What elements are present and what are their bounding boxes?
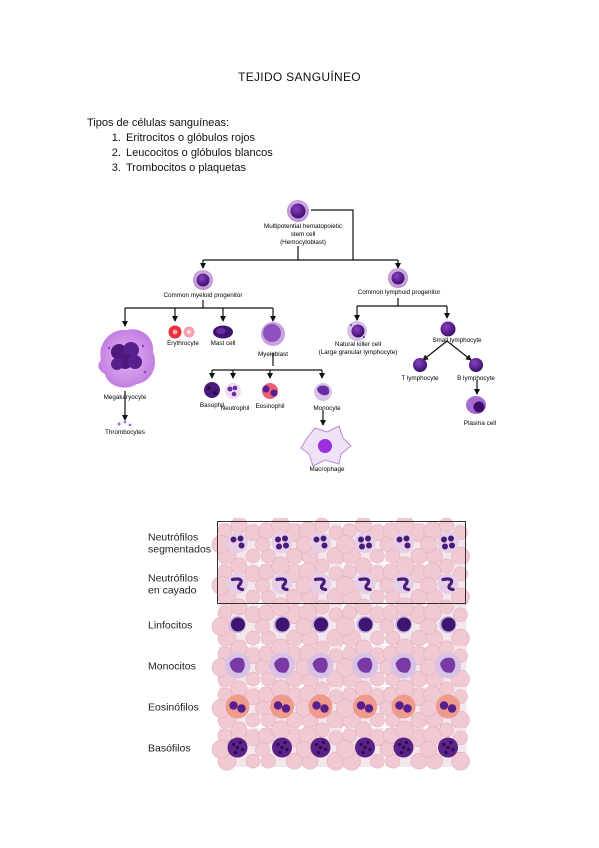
- smear-tile: [255, 597, 304, 647]
- neutrophil-cell: [225, 383, 241, 399]
- eosinophil-cell: [262, 383, 278, 399]
- smear-tile: [336, 598, 386, 648]
- neutrophil-group-frame: [217, 521, 466, 604]
- nk-cell: [347, 321, 367, 341]
- small-lymphocyte-cell: [440, 321, 456, 337]
- connector-lines: [122, 209, 480, 426]
- list-item: Eritrocitos o glóbulos rojos: [124, 131, 273, 146]
- smear-tile: [336, 721, 386, 771]
- cell-type-list: Eritrocitos o glóbulos rojos Leucocitos …: [104, 131, 273, 176]
- lymphoid-progenitor-cell: [388, 268, 408, 288]
- lymphoid-progenitor-label: Common lymphoid progenitor: [358, 289, 441, 296]
- macrophage-label: Macrophage: [309, 466, 345, 473]
- basophil-cell: [204, 382, 220, 398]
- smear-tile: [211, 639, 262, 689]
- smear-tile: [336, 680, 386, 730]
- b-lymphocyte-label: B lymphocyte: [457, 375, 495, 382]
- smear-tile: [420, 558, 470, 607]
- smear-tile: [379, 720, 429, 770]
- smear-tile: [255, 518, 304, 565]
- smear-row-label: segmentados: [148, 544, 211, 556]
- smear-row-label: Neutrófilos: [148, 573, 198, 585]
- erythrocyte-label: Erythrocyte: [167, 340, 199, 347]
- smear-tile: [336, 557, 386, 607]
- smear-tile: [211, 680, 262, 730]
- smear-tile: [255, 679, 304, 729]
- stem-cell-label-1: Multipotential hematopoietic: [264, 223, 342, 230]
- smear-row-label: Eosinófilos: [148, 702, 199, 714]
- monocyte-label: Monocyte: [313, 405, 341, 412]
- smear-tile: [336, 639, 386, 689]
- smear-tile: [379, 556, 429, 606]
- eosinophil-label: Eosinophil: [255, 403, 284, 410]
- myeloblast-label: Myeloblast: [258, 351, 288, 358]
- smear-tile: [420, 681, 470, 730]
- thrombocytes-image: [117, 420, 132, 427]
- mast-cell-label: Mast cell: [211, 340, 236, 347]
- b-lymphocyte-cell: [469, 358, 483, 372]
- smear-tile: [379, 597, 429, 647]
- smear-row-label: Basófilos: [148, 743, 191, 755]
- smear-tile: [336, 518, 386, 566]
- basophil-label: Basophil: [200, 402, 224, 409]
- smear-tile: [211, 598, 262, 648]
- macrophage-cell: [300, 425, 352, 467]
- small-lymphocyte-label: Small lymphocyte: [432, 337, 482, 344]
- smear-row-label: Neutrófilos: [148, 532, 198, 544]
- smear-tile: [420, 599, 470, 648]
- smear-tile: [295, 518, 346, 566]
- t-lymphocyte-label: T lymphocyte: [401, 375, 439, 382]
- smear-tile: [379, 679, 429, 729]
- nk-cell-label-2: (Large granular lymphocyte): [319, 349, 398, 356]
- megakaryocyte-label: Megakaryocyte: [104, 394, 147, 401]
- mast-cell: [213, 325, 233, 339]
- smear-tile: [211, 557, 262, 607]
- t-lymphocyte-cell: [413, 358, 427, 372]
- myeloid-progenitor-label: Common myeloid progenitor: [163, 292, 242, 299]
- list-item: Leucocitos o glóbulos blancos: [124, 146, 273, 161]
- monocyte-cell: [314, 383, 332, 401]
- hematopoiesis-diagram: Multipotential hematopoietic stem cell (…: [98, 200, 496, 473]
- stem-cell-label-2: stem cell: [291, 231, 316, 238]
- stem-cell-label-3: (Hemocytoblast): [280, 239, 326, 246]
- page-title: TEJIDO SANGUÍNEO: [238, 70, 361, 84]
- smear-tile: [420, 640, 470, 689]
- smear-tile: [211, 518, 262, 566]
- smear-row-label: Linfocitos: [148, 620, 192, 632]
- smear-tile: [255, 638, 304, 688]
- smear-tile: [255, 556, 304, 606]
- erythrocyte-cell: [168, 325, 195, 339]
- intro-text: Tipos de células sanguíneas:: [87, 117, 230, 129]
- smear-tile: [420, 722, 470, 771]
- neutrophil-label: Neutrophil: [221, 405, 250, 412]
- smear-tile: [379, 638, 429, 688]
- myeloblast-cell: [261, 322, 285, 346]
- smear-tile: [420, 518, 470, 566]
- plasma-cell: [466, 396, 486, 414]
- smear-tile: [295, 640, 346, 689]
- plasma-cell-label: Plasma cell: [464, 420, 496, 427]
- list-item: Trombocitos o plaquetas: [124, 161, 273, 176]
- nk-cell-label-1: Natural killer cell: [335, 341, 381, 348]
- thrombocytes-label: Thrombocytes: [105, 429, 145, 436]
- myeloid-progenitor-cell: [193, 270, 213, 290]
- smear-tile: [211, 721, 262, 771]
- smear-row-label: Monocitos: [148, 661, 196, 673]
- smear-row-label: en cayado: [148, 585, 197, 597]
- smear-tiles: [211, 518, 470, 771]
- megakaryocyte-cell: [98, 329, 156, 388]
- stem-cell: [287, 200, 309, 222]
- smear-tile: [255, 720, 304, 770]
